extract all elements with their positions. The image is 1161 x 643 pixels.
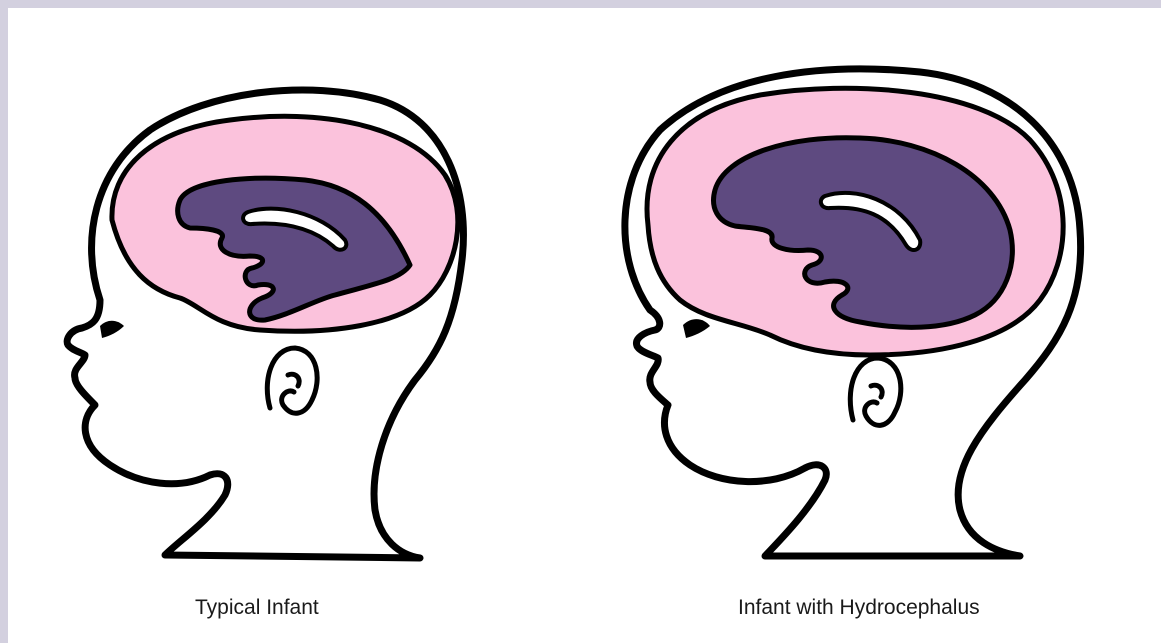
hydrocephalus-infant-figure — [625, 69, 1081, 556]
typical-infant-figure — [67, 90, 463, 558]
typical-infant-caption: Typical Infant — [195, 596, 319, 620]
hydrocephalus-infant-caption: Infant with Hydrocephalus — [738, 596, 980, 620]
